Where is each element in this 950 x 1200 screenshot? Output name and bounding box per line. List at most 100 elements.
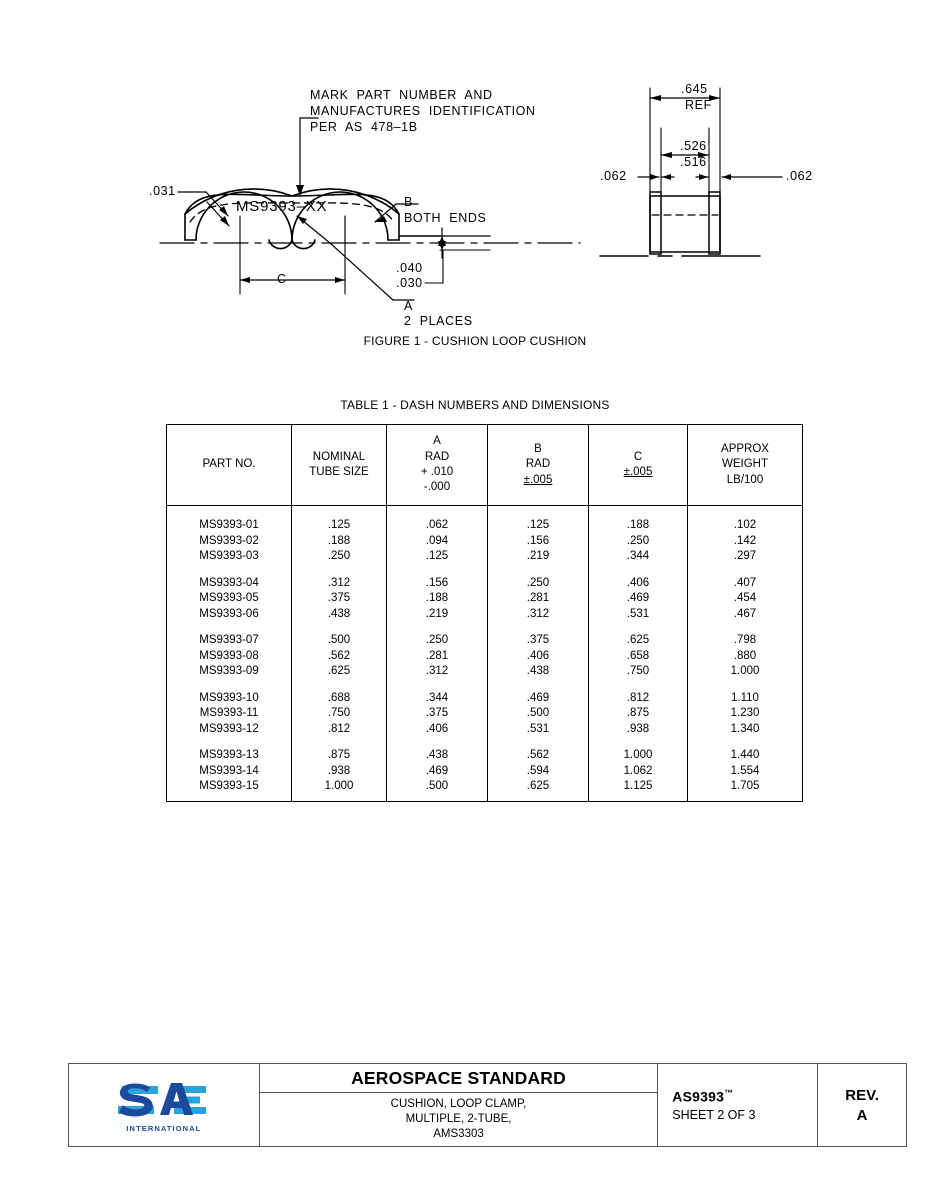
table-cell-value: .454 [733,592,757,604]
col-header-line: A [433,435,441,448]
col-header-line: RAD [424,450,450,463]
table-cell-value: MS9393-09 [199,665,259,677]
title-divider [259,1091,658,1094]
sae-logo-subtext: INTERNATIONAL [126,1124,202,1133]
table-header-row: PART NO. NOMINAL TUBE SIZE A RAD + .010 -.00… [166,424,803,506]
table-cell-value: .312 [526,607,550,620]
b-both-ends-note: BOTH ENDS [404,211,487,225]
row-group-gap [589,565,687,576]
row-group-gap [488,680,588,691]
table-cell-value: .156 [526,534,550,547]
table-cell-value: 1.440 [730,749,760,761]
row-group-gap [488,622,588,633]
col-header-line: RAD [525,458,551,471]
trademark-symbol: ™ [724,1088,734,1099]
col-header-nominal-tube-size: NOMINAL TUBE SIZE [291,424,387,506]
table-cell-value: .500 [526,707,550,719]
row-group-gap [688,622,802,633]
row-group-gap [292,622,386,633]
table-cell-value: .467 [733,607,757,620]
table-cell-value: .438 [526,665,550,677]
table-cell-value: .500 [425,780,449,792]
table-cell-value: .142 [733,534,757,547]
table-cell-value: MS9393-06 [199,607,259,620]
sae-logo-icon [117,1083,206,1117]
col-header-line: NOMINAL [312,450,366,463]
table-cell-value: .750 [327,707,351,719]
table-cell-value: .094 [425,534,449,547]
table-cell-value: .312 [425,665,449,677]
endview-flange-left-label: .062 [600,169,627,183]
mark-note-line-3: PER AS 478–1B [310,120,418,134]
table-cell-value: .438 [327,607,351,620]
col-header-line: B [534,443,542,456]
table-head: PART NO. NOMINAL TUBE SIZE A RAD + .010 -.00… [166,424,803,506]
col-header-line: C [633,450,643,463]
table-cell-value: .798 [733,634,757,646]
table-cell-value: .125 [327,519,351,531]
table-cell-value: .469 [526,691,550,704]
a-places-note: 2 PLACES [404,314,473,328]
cell-a-rad: .062.094.125 .156.188.219 .250.281.312 .… [386,505,488,802]
table-cell-value: .750 [626,665,650,677]
col-header-line: ±.005 [523,473,553,486]
table-cell-value: .250 [425,634,449,646]
document-number-text: AS9393 [672,1088,725,1105]
table-cell-value: MS9393-15 [199,780,259,792]
row-group-gap [167,622,291,633]
table-cell-value: .250 [626,534,650,547]
table-cell-value: .938 [327,764,351,777]
row-group-gap [167,737,291,748]
row-group-gap [589,622,687,633]
table-cell-value: .125 [425,550,449,562]
table-cell-value: .375 [526,634,550,646]
col-header-line: WEIGHT [722,458,768,471]
table-cell-value: 1.705 [730,780,760,792]
row-group-gap [387,622,487,633]
col-header-line: PART NO. [202,458,256,471]
a-dimension-label: A [404,299,413,313]
row-group-gap [589,680,687,691]
table-cell-value: .375 [425,707,449,719]
figure-1: MARK PART NUMBER AND MANUFACTURES IDENTI… [0,0,950,380]
table-cell-value: MS9393-12 [199,722,259,735]
table-cell-value: .625 [526,780,550,792]
row-group-gap [387,565,487,576]
table-cell-value: .188 [626,519,650,531]
mark-note-line-2: MANUFACTURES IDENTIFICATION [310,104,536,118]
table-cell-value: .312 [327,576,351,589]
table-cell-value: MS9393-05 [199,592,259,604]
table-cell-value: .250 [327,550,351,562]
row-group-gap [589,737,687,748]
col-header-line: TUBE SIZE [309,466,369,478]
table-cell-value: .500 [327,634,351,646]
table-cell-value: .562 [526,749,550,761]
endview-overall-label: .645 [681,82,708,96]
sheet-number: SHEET 2 OF 3 [672,1107,756,1122]
table-cell-value: MS9393-03 [199,550,259,562]
col-header-part-no: PART NO. [166,424,292,506]
row-group-gap [292,737,386,748]
col-header-line: -.000 [423,481,451,494]
cell-b-rad: .125.156.219 .250.281.312 .375.406.438 .… [487,505,589,802]
table-cell-value: .531 [526,722,550,735]
revision-label: REV. [845,1086,879,1104]
row-group-gap [292,680,386,691]
table-cell-value: 1.000 [623,749,653,761]
table-cell-value: .344 [425,691,449,704]
table-cell-value: .188 [425,592,449,604]
sae-logo-cell: INTERNATIONAL [69,1064,260,1146]
table-cell-value: MS9393-04 [199,576,259,589]
document-number-cell: AS9393™ SHEET 2 OF 3 [658,1064,819,1146]
wall-thickness-label: .031 [149,184,176,198]
dimensions-table: PART NO. NOMINAL TUBE SIZE A RAD + .010 -.00… [166,424,803,802]
table-cell-value: MS9393-07 [199,634,259,646]
table-cell-value: .688 [327,691,351,704]
description-line-1: CUSHION, LOOP CLAMP, [390,1098,527,1111]
table-cell-value: 1.110 [731,691,759,704]
col-header-line: + .010 [420,466,454,478]
